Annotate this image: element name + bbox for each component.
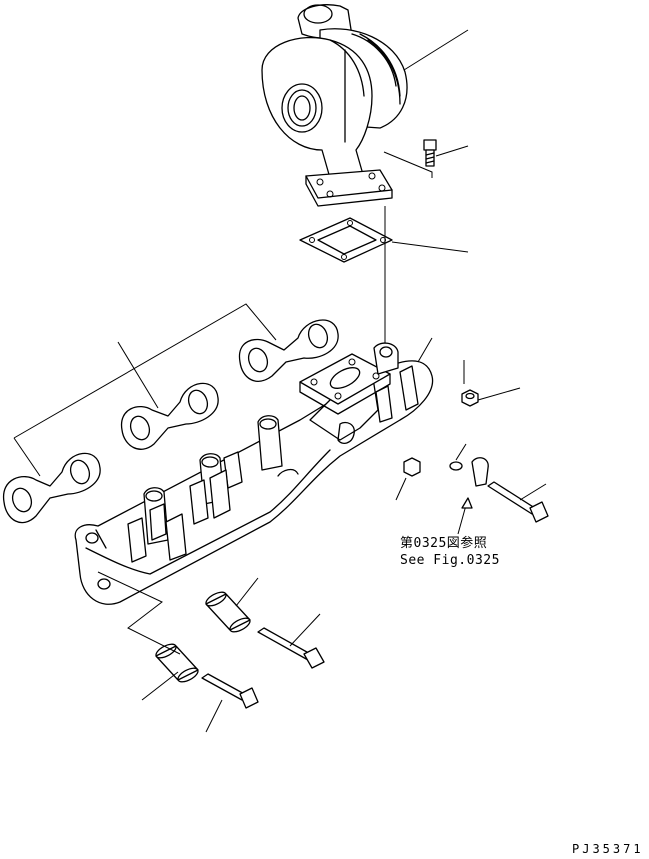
turbo-gasket — [299, 217, 393, 263]
turbocharger — [261, 4, 408, 207]
drawing-number: PJ35371 — [572, 842, 644, 856]
small-hardware — [403, 360, 489, 487]
figure-reference-english: See Fig.0325 — [400, 553, 500, 568]
exhaust-manifold — [74, 342, 434, 605]
manifold-bolts — [201, 481, 549, 709]
manifold-gaskets — [3, 303, 339, 524]
leader-lines — [97, 29, 547, 733]
figure-reference-japanese: 第0325図参照 — [400, 536, 488, 551]
spacer-sleeves — [155, 591, 251, 683]
flange-bolt — [423, 139, 437, 167]
bolt-leader — [383, 151, 433, 178]
